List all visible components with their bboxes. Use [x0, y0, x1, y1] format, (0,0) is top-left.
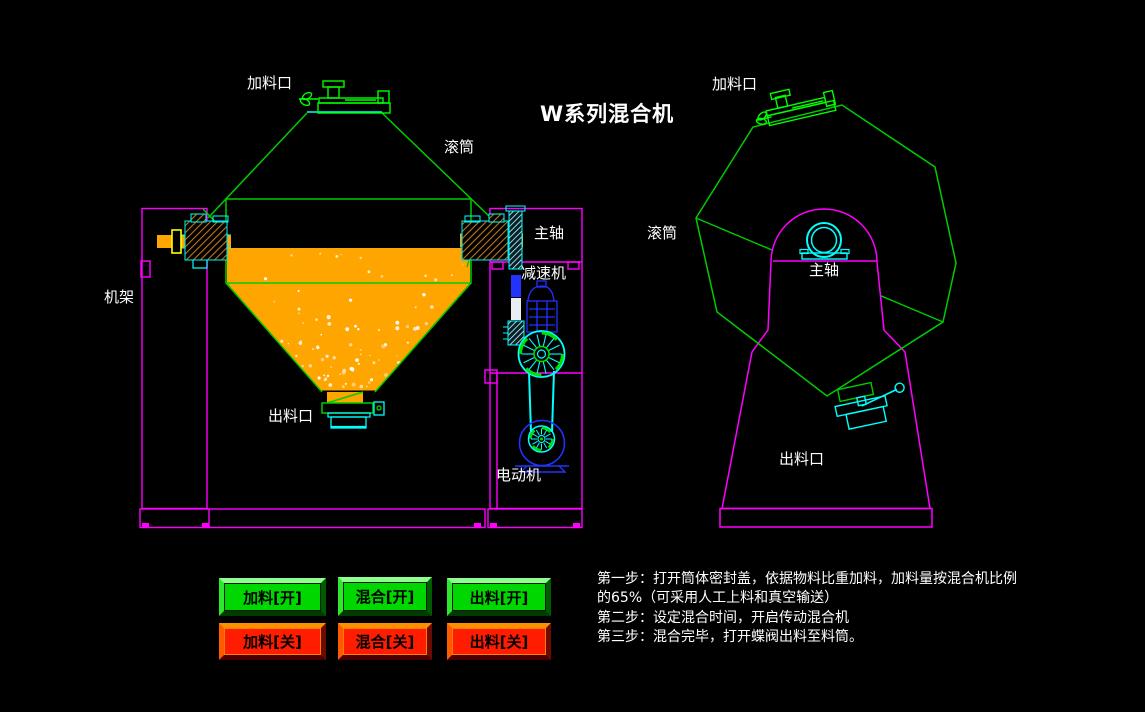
side-main-shaft-label: 主轴: [809, 261, 840, 279]
side-drum-label: 滚筒: [647, 224, 678, 242]
pedestal-base: [719, 507, 933, 528]
feed-off-button[interactable]: 加料[关]: [219, 623, 326, 660]
front-view-frame: [139, 207, 583, 529]
right-shaft-assembly: [460, 205, 526, 346]
front-feed-port-label: 加料口: [247, 74, 293, 92]
pedestal: [721, 208, 931, 510]
coupling-blue: [511, 275, 521, 297]
left-shaft-assembly: [171, 213, 231, 269]
feed-off-label: 加料[关]: [224, 628, 321, 655]
operating-instructions: 第一步：打开筒体密封盖，依据物料比重加料，加料量按混合机比例 的65%（可采用人…: [597, 570, 1077, 647]
instruction-line: 的65%（可采用人工上料和真空输送）: [597, 590, 839, 607]
mix-on-label: 混合[开]: [343, 582, 427, 611]
belt-drive: [515, 330, 569, 473]
side-drum-outline: [695, 104, 957, 397]
discharge-off-button[interactable]: 出料[关]: [447, 623, 551, 660]
instruction-line: 第一步：打开筒体密封盖，依据物料比重加料，加料量按混合机比例: [597, 571, 1017, 587]
side-view: [695, 88, 957, 528]
front-reducer-label: 减速机: [521, 264, 567, 282]
mix-on-button[interactable]: 混合[开]: [338, 577, 432, 616]
reducer-drawing: [526, 280, 558, 333]
discharge-on-button[interactable]: 出料[开]: [447, 578, 551, 616]
big-pulley: [517, 330, 566, 378]
front-discharge-port-label: 出料口: [268, 407, 314, 425]
side-discharge-valve: [834, 381, 905, 430]
side-bearing: [799, 222, 850, 260]
mix-off-label: 混合[关]: [343, 628, 427, 655]
side-feed-port-label: 加料口: [712, 75, 758, 93]
front-frame-label: 机架: [104, 288, 135, 306]
front-drum-label: 滚筒: [444, 138, 475, 156]
feed-on-button[interactable]: 加料[开]: [219, 578, 326, 616]
front-motor-label: 电动机: [496, 466, 542, 484]
side-discharge-port-label: 出料口: [779, 450, 825, 468]
side-feed-hatch: [755, 88, 837, 127]
discharge-on-label: 出料[开]: [452, 583, 546, 611]
instruction-line: 第二步：设定混合时间，开启传动混合机: [597, 609, 849, 626]
instruction-line: 第三步：混合完毕，打开蝶阀出料至料筒。: [597, 628, 863, 645]
discharge-off-label: 出料[关]: [452, 628, 546, 655]
front-feed-hatch: [299, 80, 391, 114]
front-discharge-valve: [321, 391, 385, 429]
frame-feet: [142, 523, 580, 527]
page-title: W系列混合机: [540, 102, 675, 126]
feed-on-label: 加料[开]: [224, 583, 321, 611]
motor-drawing: [515, 419, 569, 473]
material-speckles: [263, 252, 464, 389]
mix-off-button[interactable]: 混合[关]: [338, 623, 432, 660]
front-main-shaft-label: 主轴: [534, 224, 565, 242]
front-drum-outline: [202, 112, 491, 393]
